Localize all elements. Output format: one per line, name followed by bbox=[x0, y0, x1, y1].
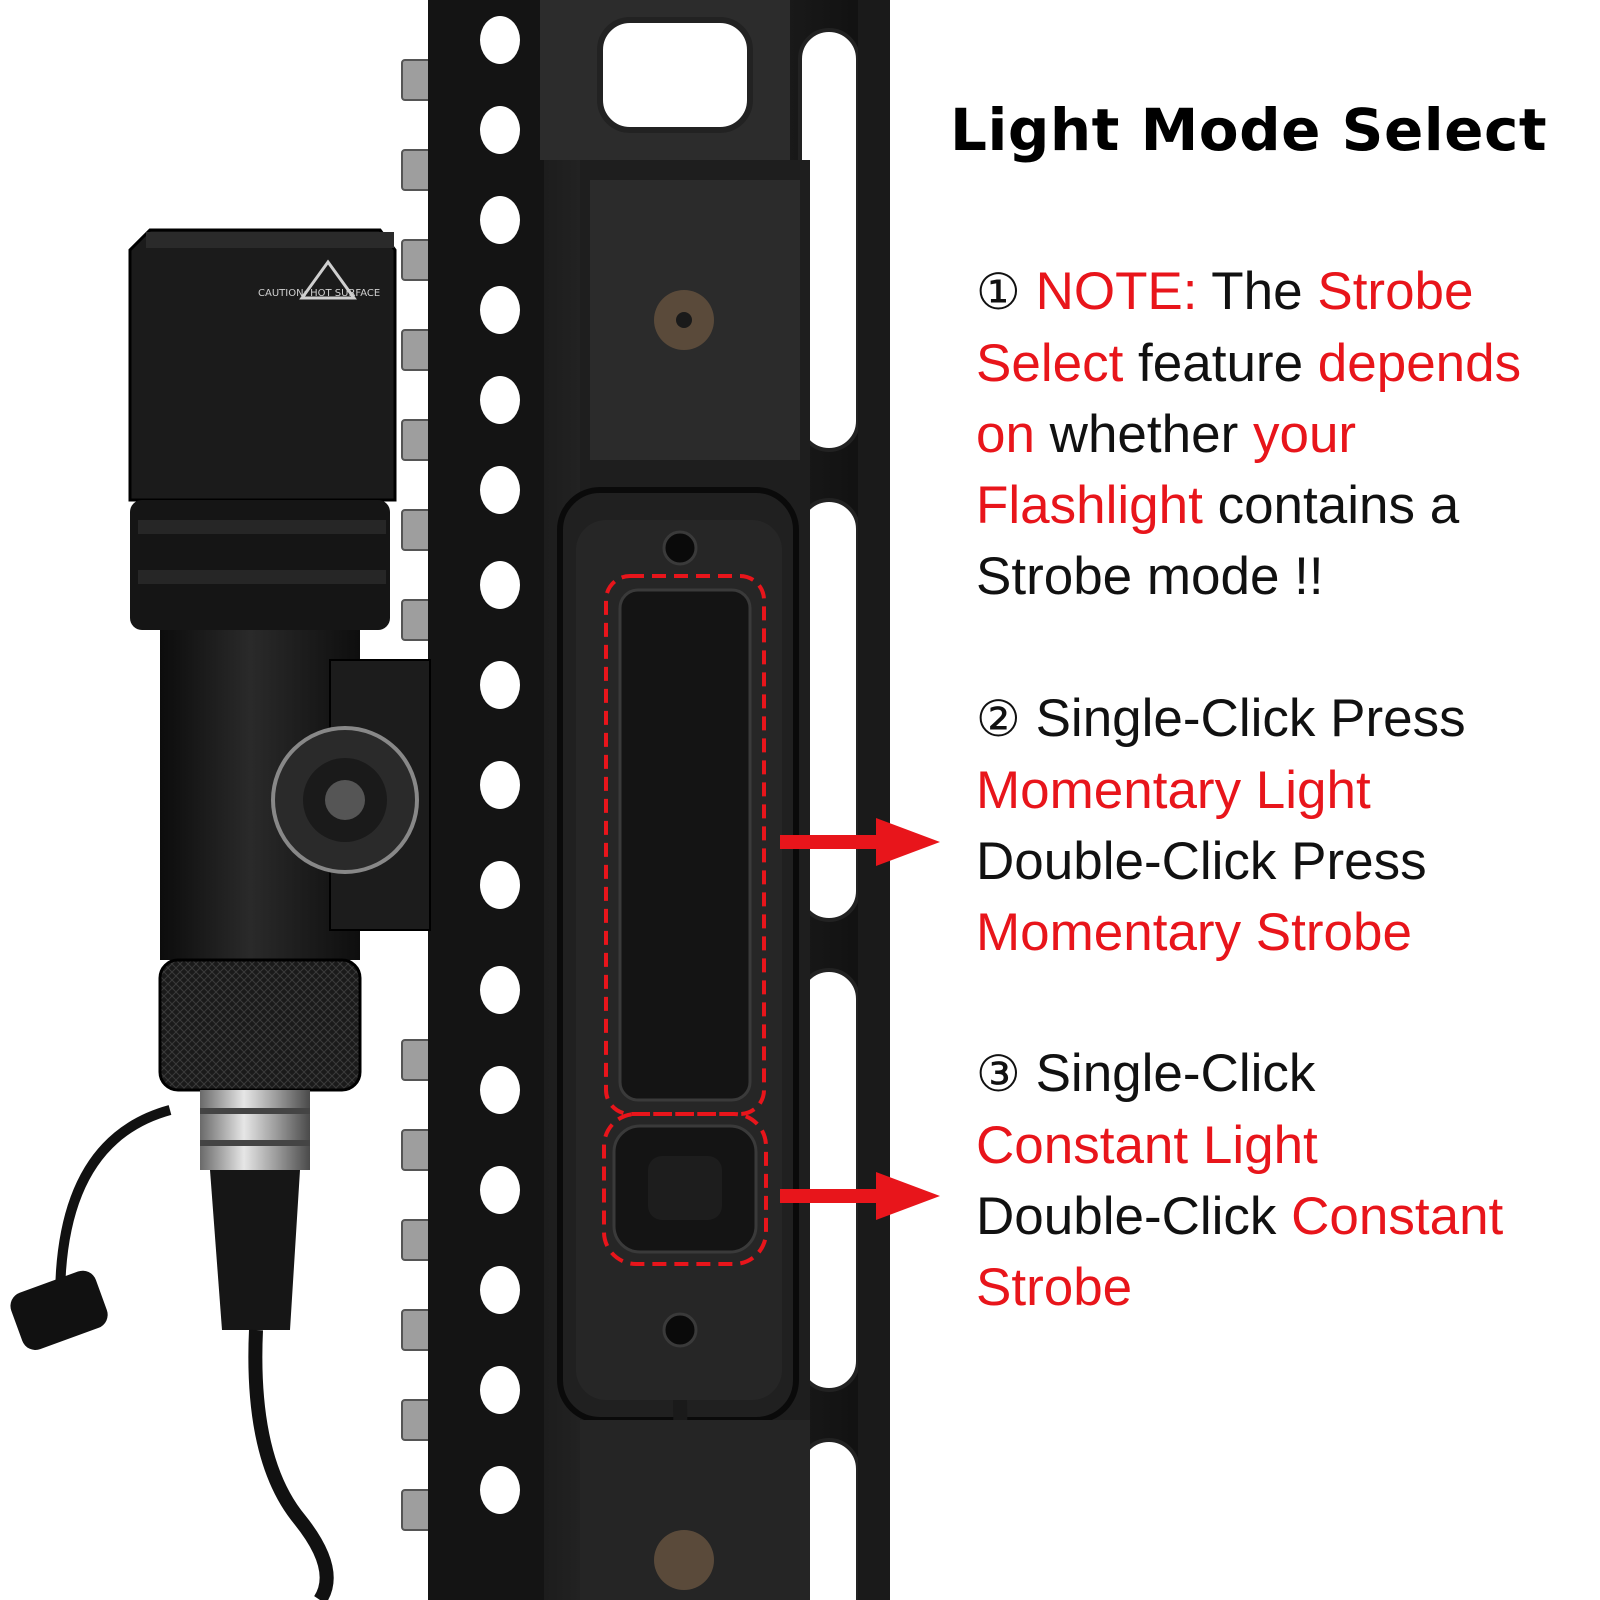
text-line: on whether your bbox=[976, 399, 1586, 470]
text-line: Strobe bbox=[976, 1252, 1586, 1323]
text-line: Double-Click Press bbox=[976, 826, 1586, 897]
number-badge: ① bbox=[976, 263, 1021, 321]
note-constant: ③ Single-Click Constant Light Double-Cli… bbox=[976, 1038, 1586, 1323]
arrow-icon bbox=[780, 1172, 940, 1220]
highlight-text: Constant Light bbox=[976, 1116, 1318, 1175]
text-line: Momentary Light bbox=[976, 755, 1586, 826]
text-line: Strobe mode !! bbox=[976, 541, 1586, 612]
handguard-holes bbox=[480, 16, 520, 1514]
plain-text: Single-Click Press bbox=[1035, 689, 1466, 748]
number-badge: ② bbox=[976, 690, 1021, 748]
highlight-text: Select bbox=[976, 334, 1124, 393]
plain-text: Strobe mode !! bbox=[976, 547, 1324, 606]
page-title: Light Mode Select bbox=[950, 96, 1548, 164]
highlight-text: your bbox=[1252, 405, 1357, 464]
note-strobe-select: ① NOTE: The Strobe Select feature depend… bbox=[976, 256, 1586, 612]
text-line: Momentary Strobe bbox=[976, 897, 1586, 968]
flashlight: CAUTION: HOT SURFACE bbox=[10, 228, 431, 1600]
highlight-text: Momentary Strobe bbox=[976, 903, 1412, 962]
text-line: ① NOTE: The Strobe bbox=[976, 256, 1586, 328]
highlight-text: Strobe bbox=[1317, 262, 1474, 321]
arrow-icon bbox=[780, 818, 940, 866]
text-line: ③ Single-Click bbox=[976, 1038, 1586, 1110]
highlight-text: Momentary Light bbox=[976, 761, 1371, 820]
text-line: Select feature depends bbox=[976, 328, 1586, 399]
plain-text: The bbox=[1197, 262, 1318, 321]
text-line: Double-Click Constant bbox=[976, 1181, 1586, 1252]
constant-highlight bbox=[602, 1112, 768, 1266]
highlight-text: NOTE: bbox=[1035, 262, 1198, 321]
plain-text: Single-Click bbox=[1035, 1044, 1316, 1103]
note-momentary: ② Single-Click Press Momentary Light Dou… bbox=[976, 683, 1586, 968]
highlight-text: Strobe bbox=[976, 1258, 1133, 1317]
number-badge: ③ bbox=[976, 1045, 1021, 1103]
highlight-text: depends bbox=[1317, 334, 1522, 393]
plain-text: contains a bbox=[1202, 476, 1460, 535]
plain-text: Double-Click bbox=[976, 1187, 1292, 1246]
plain-text: Double-Click Press bbox=[976, 832, 1427, 891]
light-caution-text: CAUTION: HOT SURFACE bbox=[258, 288, 380, 299]
plain-text: feature bbox=[1123, 334, 1318, 393]
rail-teeth bbox=[401, 59, 437, 1531]
product-photo: CAUTION: HOT SURFACE bbox=[10, 0, 890, 1600]
handguard-slots bbox=[798, 28, 860, 1600]
highlight-text: on bbox=[976, 405, 1035, 464]
text-line: ② Single-Click Press bbox=[976, 683, 1586, 755]
momentary-pad bbox=[618, 588, 752, 1102]
text-line: Constant Light bbox=[976, 1110, 1586, 1181]
highlight-text: Flashlight bbox=[976, 476, 1203, 535]
highlight-text: Constant bbox=[1291, 1187, 1504, 1246]
plain-text: whether bbox=[1034, 405, 1253, 464]
text-line: Flashlight contains a bbox=[976, 470, 1586, 541]
